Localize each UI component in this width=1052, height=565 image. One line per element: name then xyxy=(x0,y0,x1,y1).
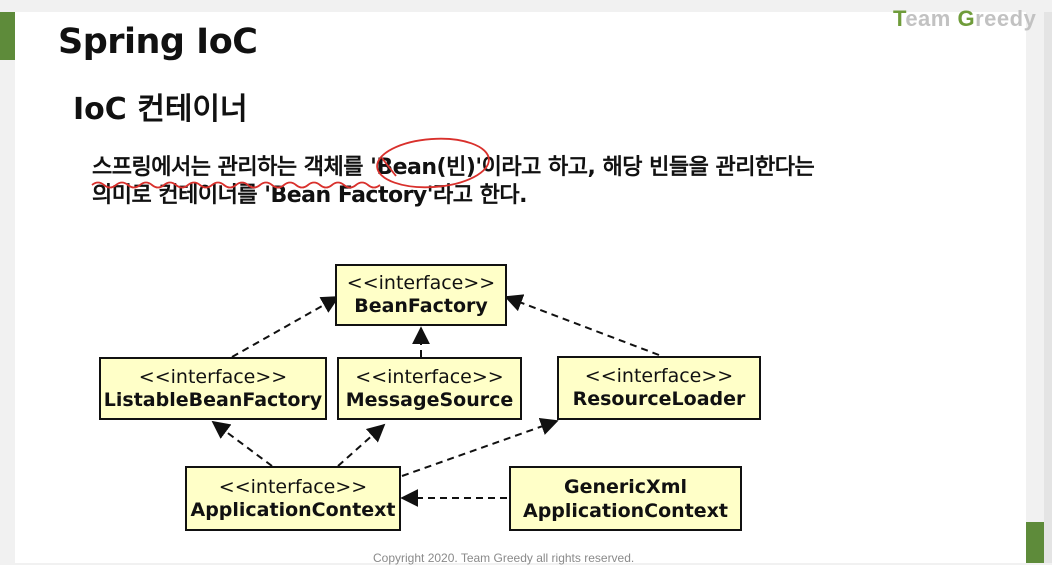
node-stereotype: <<interface>> xyxy=(218,475,368,498)
node-genericxmlapplicationcontext: GenericXml ApplicationContext xyxy=(509,466,742,531)
edge-resourceloader-to-beanfactory xyxy=(504,294,660,356)
node-resourceloader: <<interface>> ResourceLoader xyxy=(557,356,761,420)
node-applicationcontext: <<interface>> ApplicationContext xyxy=(185,466,401,531)
node-name: ListableBeanFactory xyxy=(103,388,323,411)
node-beanfactory: <<interface>> BeanFactory xyxy=(335,264,507,326)
node-name-line-1: GenericXml xyxy=(564,475,687,498)
node-name: ResourceLoader xyxy=(572,388,746,410)
description-text: 스프링에서는 관리하는 객체를 'Bean(빈)'이라고 하고, 해당 빈들을 … xyxy=(92,154,815,210)
node-stereotype: <<interface>> xyxy=(138,365,288,388)
node-stereotype: <<interface>> xyxy=(355,365,504,388)
node-stereotype: <<interface>> xyxy=(584,365,734,387)
annotation-circle xyxy=(376,137,490,189)
brand-logo: Team Greedy xyxy=(893,6,1037,31)
node-name: BeanFactory xyxy=(354,295,488,317)
edge-listable-to-beanfactory xyxy=(231,296,340,358)
edge-appcontext-to-resourceloader xyxy=(401,417,559,477)
node-name-line-2: ApplicationContext xyxy=(522,499,729,522)
node-listablebeanfactory: <<interface>> ListableBeanFactory xyxy=(99,357,327,420)
node-name: ApplicationContext xyxy=(190,498,396,521)
section-subtitle: IoC 컨테이너 xyxy=(73,92,248,127)
node-stereotype: <<interface>> xyxy=(346,272,496,294)
annotation-tick xyxy=(381,157,397,177)
node-name: MessageSource xyxy=(345,388,514,411)
window-edge xyxy=(1044,12,1052,563)
description-line-1: 스프링에서는 관리하는 객체를 'Bean(빈)'이라고 하고, 해당 빈들을 … xyxy=(92,155,815,180)
edge-appcontext-to-listable xyxy=(211,420,273,467)
accent-bar-right xyxy=(1026,522,1044,563)
page-title: Spring IoC xyxy=(58,22,258,62)
annotation-underline xyxy=(91,181,381,189)
accent-bar-left xyxy=(0,12,15,60)
edge-appcontext-to-messagesource xyxy=(337,423,386,467)
copyright-footer: Copyright 2020. Team Greedy all rights r… xyxy=(373,551,635,565)
node-messagesource: <<interface>> MessageSource xyxy=(337,357,522,420)
description-line-2: 의미로 컨테이너를 'Bean Factory'라고 한다. xyxy=(92,183,528,208)
